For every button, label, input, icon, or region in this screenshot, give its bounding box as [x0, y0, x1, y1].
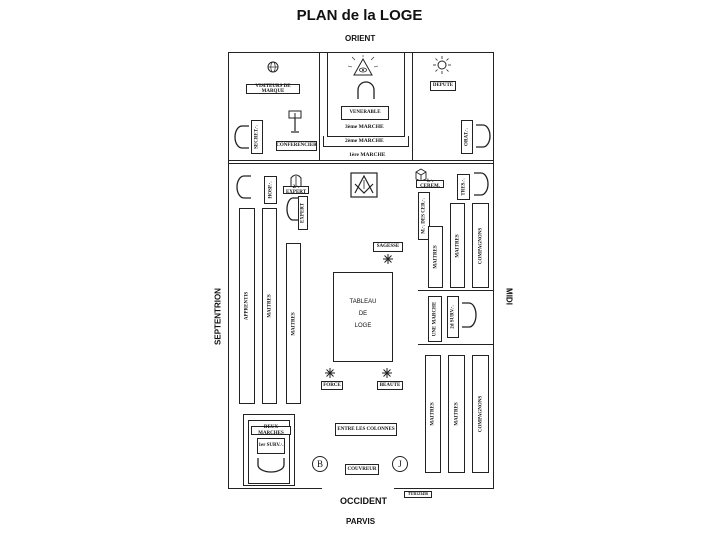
beaute-box: BEAUTE [377, 381, 403, 390]
secretaire-label: SECRET.·. [254, 125, 260, 149]
entre-les-colonnes-box: ENTRE LES COLONNES [335, 423, 397, 436]
dais-step2 [323, 146, 409, 147]
bench-compagnons-lower: COMPAGNONS [472, 355, 489, 473]
dais-left [327, 52, 328, 136]
bench-apprentis-label: APPRENTIS [244, 291, 250, 321]
tableau-line2: DE [358, 311, 368, 317]
tresorier-seat-icon [474, 172, 489, 196]
dais-step2-left [323, 136, 324, 147]
second-surveillant-seat-icon [462, 302, 477, 328]
force-box: FORCE [321, 381, 343, 390]
orient-partition-left [319, 52, 320, 160]
une-marche-label: UNE MARCHE [432, 301, 438, 337]
marche1-label: 1ère MARCHE [349, 152, 386, 158]
label-midi: MIDI [504, 288, 514, 305]
secretaire-box: SECRET.·. [251, 120, 263, 154]
sun-icon [433, 56, 451, 74]
maitre-ceremonies-label: M.·. DES CER.·. [421, 198, 427, 234]
ceremonies-mark-box: 1.·. CEREM. [416, 179, 444, 189]
cube-icon [415, 168, 427, 182]
hospitalier-box: HOSP.·. [264, 176, 277, 204]
tableau-line1: TABLEAU [349, 299, 377, 305]
label-parvis: PARVIS [346, 517, 376, 526]
star-force-icon [325, 368, 335, 378]
marche3-label: 3ème MARCHE [345, 124, 384, 130]
expert2-box: 2.·. EXPERT [283, 185, 309, 195]
orient-divider-bottom [228, 163, 494, 165]
tableau-line3: LOGE [354, 323, 372, 329]
secretaire-seat-icon [234, 125, 249, 149]
visiteurs-box: VISITEURS DE MARQUE [246, 84, 300, 94]
sagesse-box: SAGESSE [373, 242, 403, 252]
orateur-seat-icon [476, 124, 491, 148]
couvreur-box: COUVREUR [345, 464, 379, 475]
lectern-icon [288, 110, 302, 133]
deux-marches-frame [243, 414, 295, 486]
bench-maitres-right-lower1-label: MAITRES [430, 402, 436, 426]
first-surveillant-box: 1er SURV.·. [257, 438, 285, 454]
globe-icon [267, 61, 279, 73]
dais-right [404, 52, 405, 136]
expert-seat-icon [286, 197, 299, 221]
bench-maitres-right-lower1: MAITRES [425, 355, 441, 473]
bench-maitres-left1-label: MAITRES [267, 294, 272, 318]
venerable-box: VENERABLE [341, 106, 389, 120]
une-marche-line-bottom [418, 344, 494, 345]
bench-maitres-right-upper1: MAITRES [428, 226, 443, 288]
second-surveillant-box: 2d SURV.·. [447, 296, 459, 338]
bench-compagnons-upper-label: COMPAGNONS [478, 227, 483, 264]
orient-partition-right [412, 52, 413, 160]
label-septentrion: SEPTENTRION [213, 288, 223, 345]
page-title: PLAN de la LOGE [296, 7, 423, 24]
dais-step2-right [408, 136, 409, 147]
depute-box: DEPUTE [430, 81, 456, 91]
hospitalier-label: HOSP.·. [268, 181, 273, 199]
une-marche-line [418, 290, 494, 291]
label-occident: OCCIDENT [340, 496, 387, 506]
bench-apprentis: APPRENTIS [239, 208, 255, 404]
bench-maitres-right-lower2-label: MAITRES [454, 402, 459, 426]
venerable-seat-icon [357, 81, 375, 99]
maitre-ceremonies-box: M.·. DES CER.·. [418, 192, 430, 240]
column-j: J [392, 456, 408, 472]
expert-mark-icon [290, 174, 302, 188]
bench-maitres-right-upper1-label: MAITRES [433, 245, 438, 269]
expert-box: EXPERT [298, 196, 308, 230]
bench-maitres-left2: MAITRES [286, 243, 301, 404]
bench-maitres-left1: MAITRES [262, 208, 277, 404]
orateur-box: ORAT.·. [461, 120, 473, 154]
tresorier-box: TRES.·. [457, 174, 470, 200]
bench-compagnons-upper: COMPAGNONS [472, 203, 489, 288]
label-orient: ORIENT [345, 34, 376, 43]
tresorier-label: TRES.·. [461, 178, 466, 196]
star-beaute-icon [382, 368, 392, 378]
first-surveillant-seat-icon [257, 458, 285, 473]
orient-divider-top [228, 160, 494, 162]
bench-maitres-right-upper2: MAITRES [450, 203, 465, 288]
dais-step3 [327, 136, 405, 137]
star-icon [383, 254, 393, 264]
delta-eye-icon [348, 55, 378, 76]
conferencier-box: CONFERENCIER [276, 141, 317, 151]
hospitalier-seat-icon [236, 175, 251, 199]
orateur-label: ORAT.·. [464, 128, 470, 146]
tableau-de-loge: TABLEAU DE LOGE [333, 272, 393, 362]
second-surveillant-label: 2d SURV.·. [450, 305, 456, 329]
deux-marches-inner-frame [248, 420, 290, 484]
square-compass-icon [350, 172, 378, 198]
deux-marches-box: DEUX MARCHES [251, 425, 291, 436]
column-b: B [312, 456, 328, 472]
une-marche-box: UNE MARCHE [428, 296, 442, 342]
expert-label: EXPERT [300, 202, 306, 224]
lodge-door [322, 486, 394, 491]
marche2-label: 2ème MARCHE [345, 138, 384, 144]
reference-stamp: TUB123456 [404, 491, 432, 498]
bench-maitres-right-lower2: MAITRES [448, 355, 465, 473]
bench-maitres-left2-label: MAITRES [291, 311, 296, 336]
bench-maitres-right-upper2-label: MAITRES [455, 233, 460, 258]
bench-compagnons-lower-label: COMPAGNONS [478, 395, 483, 433]
